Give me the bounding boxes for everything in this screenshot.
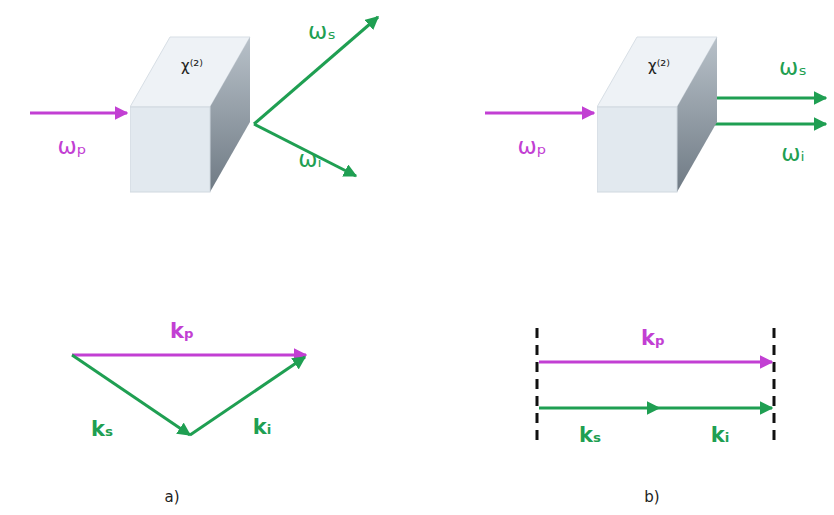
frequency-label: ωₛ	[779, 55, 807, 80]
panel-label: a)	[164, 489, 179, 506]
crystal-front	[597, 107, 677, 192]
signal-wavevector	[72, 355, 190, 435]
wavevector-label: kₚ	[641, 327, 665, 350]
pump-wavevector	[72, 354, 306, 357]
wavevector-label: kᵢ	[711, 424, 730, 447]
crystal-block: χ⁽²⁾	[130, 32, 254, 196]
idler-arrow	[712, 123, 826, 126]
pump-arrow	[30, 112, 127, 115]
idler-wavevector	[659, 407, 772, 410]
pump-arrow	[485, 112, 594, 115]
wavevector-label: kᵢ	[253, 416, 272, 439]
crystal-label: χ⁽²⁾	[648, 57, 670, 75]
wavevector-label: kₛ	[91, 418, 113, 441]
signal-arrow	[254, 17, 378, 124]
crystal-front	[130, 107, 210, 192]
frequency-label: ωᵢ	[298, 147, 321, 172]
panel-label: b)	[644, 489, 659, 506]
wavevector-label: kₛ	[579, 424, 601, 447]
signal-wavevector	[539, 407, 659, 410]
dashed-guide	[773, 328, 776, 442]
crystal-side	[210, 37, 250, 192]
crystal-outline	[597, 32, 721, 196]
frequency-label: ωₛ	[308, 19, 336, 44]
frequency-label: ωₚ	[517, 134, 546, 159]
dashed-guide	[536, 328, 539, 442]
frequency-label: ωₚ	[57, 134, 86, 159]
signal-arrow	[712, 97, 826, 100]
crystal-side	[677, 37, 717, 192]
pump-wavevector	[539, 361, 772, 364]
crystal-block: χ⁽²⁾	[597, 32, 721, 196]
crystal-outline	[130, 32, 254, 196]
frequency-label: ωᵢ	[781, 141, 804, 166]
wavevector-label: kₚ	[170, 320, 194, 343]
crystal-label: χ⁽²⁾	[181, 57, 203, 75]
idler-arrow	[254, 124, 356, 176]
idler-wavevector	[190, 357, 305, 435]
